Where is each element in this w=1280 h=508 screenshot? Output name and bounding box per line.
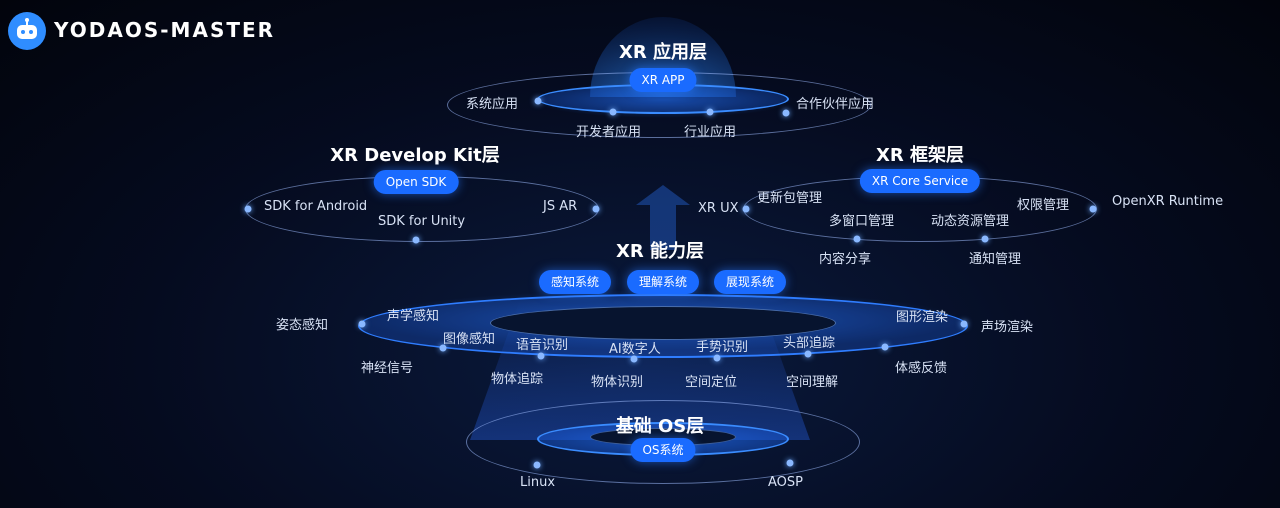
open-sdk-badge: Open SDK (373, 170, 459, 194)
devkit-item-android: SDK for Android (264, 199, 368, 214)
ability-dot (630, 355, 638, 363)
ability-item-speech: 语音识别 (516, 338, 569, 353)
devkit-dot (412, 236, 420, 244)
ability-dot (439, 344, 447, 352)
app-dot (534, 97, 542, 105)
robot-icon (17, 18, 37, 39)
framework-item-share: 内容分享 (819, 252, 872, 267)
framework-item-update: 更新包管理 (757, 191, 823, 206)
framework-dot (853, 235, 861, 243)
os-dot (533, 461, 541, 469)
ability-dot (358, 320, 366, 328)
framework-item-openxr: OpenXR Runtime (1112, 194, 1224, 209)
ability-layer-title: XR 能力层 (615, 241, 705, 262)
devkit-dot (244, 205, 252, 213)
framework-item-xrux: XR UX (698, 201, 739, 216)
os-layer-title: 基础 OS层 (615, 416, 705, 437)
devkit-item-jsar: JS AR (543, 199, 578, 214)
ability-item-posture: 姿态感知 (276, 318, 329, 333)
ability-item-soundfield: 声场渲染 (981, 320, 1034, 335)
ability-item-object-track: 物体追踪 (491, 372, 544, 387)
ability-inner-ring (490, 306, 836, 340)
app-item-partner: 合作伙伴应用 (796, 97, 875, 112)
devkit-dot (592, 205, 600, 213)
ability-item-ai-human: AI数字人 (609, 342, 661, 357)
ability-dot (960, 320, 968, 328)
framework-item-notification: 通知管理 (969, 252, 1022, 267)
framework-item-multiwindow: 多窗口管理 (829, 214, 895, 229)
ability-item-haptic: 体感反馈 (895, 361, 948, 376)
devkit-layer-title: XR Develop Kit层 (330, 145, 500, 166)
understanding-badge: 理解系统 (626, 270, 700, 294)
xr-app-badge: XR APP (629, 68, 697, 92)
core-service-badge: XR Core Service (859, 169, 981, 193)
perception-badge: 感知系统 (538, 270, 612, 294)
presentation-badge: 展现系统 (713, 270, 787, 294)
framework-dot (742, 205, 750, 213)
ability-item-acoustic: 声学感知 (387, 309, 440, 324)
framework-item-dynamic-resource: 动态资源管理 (931, 214, 1010, 229)
ability-item-image: 图像感知 (443, 332, 496, 347)
devkit-item-unity: SDK for Unity (378, 214, 466, 229)
os-item-linux: Linux (520, 475, 556, 490)
logo-text: YODAOS-MASTER (54, 18, 276, 42)
framework-dot (981, 235, 989, 243)
ability-dot (713, 354, 721, 362)
app-item-system: 系统应用 (466, 97, 519, 112)
ability-item-spatial-und: 空间理解 (786, 375, 839, 390)
ability-dot (537, 352, 545, 360)
app-dot (782, 109, 790, 117)
framework-item-permission: 权限管理 (1017, 198, 1070, 213)
app-item-developer: 开发者应用 (576, 125, 642, 140)
ability-item-gesture: 手势识别 (696, 340, 749, 355)
app-layer-title: XR 应用层 (618, 42, 708, 63)
app-dot (706, 108, 714, 116)
app-dot (609, 108, 617, 116)
ability-item-head: 头部追踪 (783, 336, 836, 351)
os-item-aosp: AOSP (768, 475, 803, 490)
ability-item-graphics: 图形渲染 (896, 310, 949, 325)
framework-dot (1089, 205, 1097, 213)
logo-badge (8, 12, 46, 50)
ability-dot (804, 350, 812, 358)
os-dot (786, 459, 794, 467)
ability-item-spatial-loc: 空间定位 (685, 375, 738, 390)
app-item-industry: 行业应用 (684, 125, 737, 140)
ability-item-neural: 神经信号 (361, 361, 414, 376)
ability-dot (881, 343, 889, 351)
ability-item-object-recog: 物体识别 (591, 375, 644, 390)
framework-layer-title: XR 框架层 (875, 145, 965, 166)
os-outer-ring (466, 400, 860, 484)
os-system-badge: OS系统 (630, 438, 696, 462)
